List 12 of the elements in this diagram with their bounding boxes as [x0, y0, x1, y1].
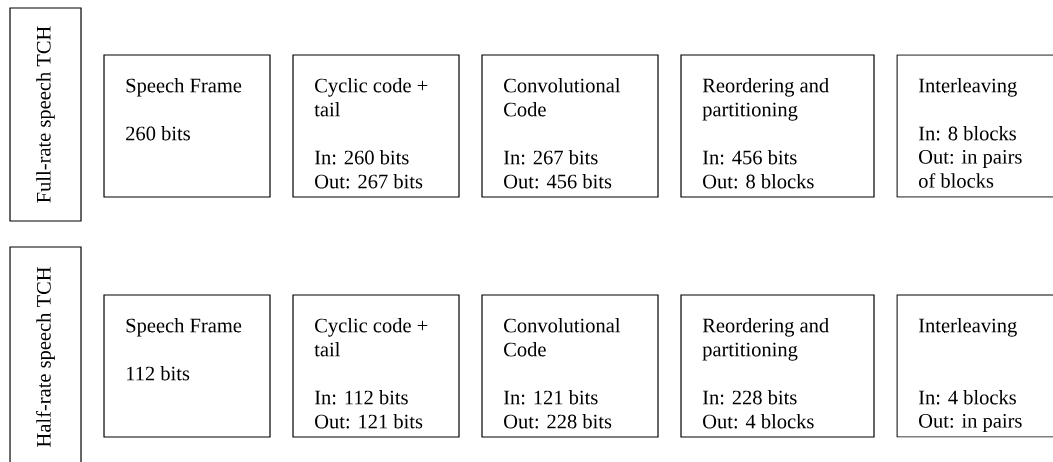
row-label-box: Half-rate speech TCH: [9, 246, 82, 462]
process-box: Interleaving In: 4 blocks Out: in pairs: [896, 294, 1053, 438]
row-label-box: Full-rate speech TCH: [9, 7, 82, 222]
process-box: Reordering and partitioning In: 228 bits Out: 4 blocks: [680, 294, 875, 438]
process-box: Reordering and partitioning In: 456 bits Out: 8 blocks: [680, 54, 875, 198]
process-box: Interleaving In: 8 blocks Out: in pairs of blocks: [896, 54, 1053, 198]
process-box: Speech Frame 260 bits: [103, 54, 271, 198]
process-box: Convolutional Code In: 267 bits Out: 456 bits: [481, 54, 659, 198]
process-box: Speech Frame 112 bits: [103, 294, 271, 438]
process-box: Convolutional Code In: 121 bits Out: 228 bits: [481, 294, 659, 438]
process-box: Cyclic code + tail In: 112 bits Out: 121 bits: [292, 294, 460, 438]
process-box: Cyclic code + tail In: 260 bits Out: 267 bits: [292, 54, 460, 198]
